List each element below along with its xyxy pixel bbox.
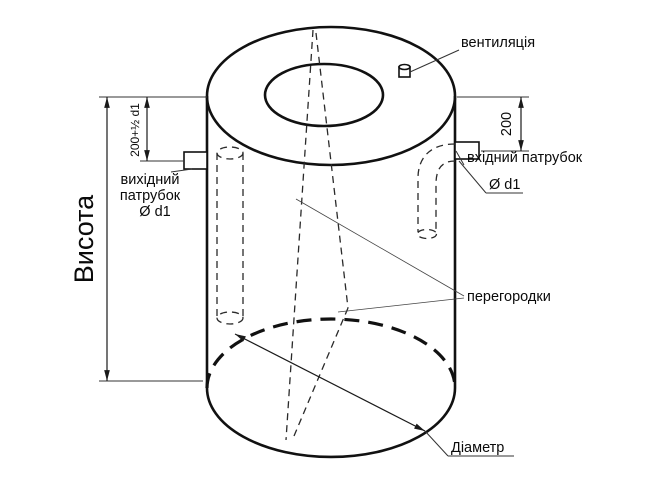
- leader-line: [337, 297, 465, 313]
- outlet-diameter-label: Ø d1: [139, 204, 170, 220]
- inlet-pipe-internal-bottom: [416, 228, 438, 240]
- manhole-ellipse: [263, 62, 385, 128]
- leader-line: [170, 168, 193, 173]
- leader-line: [458, 160, 487, 194]
- inlet-offset-label: 200: [499, 112, 515, 136]
- outlet-offset-dimension: 200+½ d1: [128, 97, 184, 162]
- outlet-pipe-internal-bottom: [216, 311, 244, 325]
- leader-line: [455, 150, 465, 166]
- bottom-back-arc-hidden: [205, 317, 457, 389]
- leader-line: [295, 198, 465, 297]
- inlet-pipe-label: вхідний патрубок: [467, 150, 583, 166]
- diameter-label: Діаметр: [451, 440, 504, 456]
- outlet-offset-label: 200+½ d1: [128, 103, 142, 157]
- outlet-pipe-internal: [216, 146, 244, 325]
- leader-line: [409, 49, 460, 73]
- inlet-diameter-callout: Ø d1: [458, 160, 523, 194]
- inlet-offset-dimension: 200: [457, 96, 529, 152]
- partition-edge: [293, 307, 349, 437]
- diameter-dimension-line: [234, 333, 426, 432]
- inlet-pipe-internal-edge: [435, 160, 456, 234]
- bottom-front-arc: [205, 387, 457, 459]
- ventilation-callout: вентиляція: [409, 35, 535, 73]
- height-label: Висота: [69, 194, 99, 283]
- inlet-diameter-label: Ø d1: [489, 177, 520, 193]
- partition-edge: [315, 32, 349, 309]
- top-rim-ellipse: [205, 25, 457, 167]
- vent-nub: [398, 63, 411, 78]
- vent-nub-top: [398, 63, 411, 71]
- cylinder-body: [205, 25, 457, 459]
- outlet-pipe-stub: [183, 151, 208, 170]
- partitions-label: перегородки: [467, 289, 551, 305]
- inlet-pipe-stub: [454, 141, 480, 160]
- outlet-pipe-callout: вихідний патрубок Ø d1: [120, 168, 193, 220]
- partitions-callout: перегородки: [295, 198, 551, 313]
- ventilation-label: вентиляція: [461, 35, 535, 51]
- leader-line: [424, 430, 449, 457]
- height-dimension: Висота: [69, 96, 207, 382]
- outlet-pipe-label-line1: вихідний: [121, 172, 180, 188]
- inlet-pipe-callout: вхідний патрубок: [455, 150, 583, 166]
- outlet-pipe-internal-top: [216, 146, 244, 160]
- inlet-pipe-internal: [416, 143, 456, 240]
- outlet-pipe-label-line2: патрубок: [120, 188, 181, 204]
- diameter-dimension: Діаметр: [234, 333, 514, 457]
